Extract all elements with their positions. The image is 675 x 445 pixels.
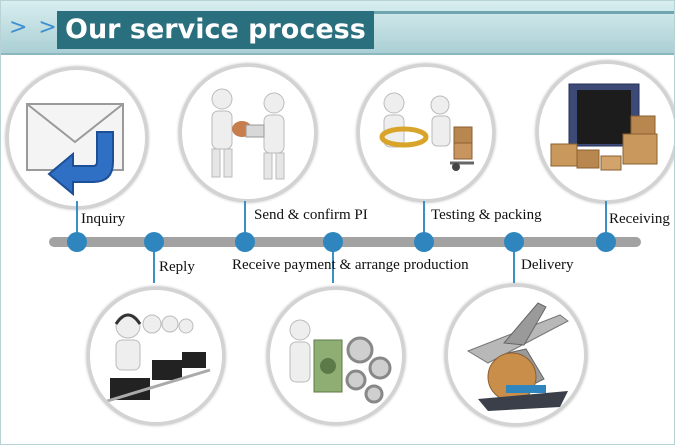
header-stripe xyxy=(356,11,674,14)
step-label-receiving: Receiving xyxy=(609,211,670,227)
delivery-stem xyxy=(513,247,515,283)
airplane-ship-globe-icon xyxy=(445,284,587,426)
inquiry-stem xyxy=(76,201,78,237)
step-label-reply: Reply xyxy=(159,259,195,275)
money-gears-icon xyxy=(267,287,405,425)
step-label-payment: Receive payment & arrange production xyxy=(232,257,469,273)
step-label-send: Send & confirm PI xyxy=(254,207,368,223)
step-label-inquiry: Inquiry xyxy=(81,211,126,227)
envelope-icon xyxy=(6,67,148,209)
call-center-icon xyxy=(87,287,225,425)
timeline-bar xyxy=(49,237,641,247)
step-label-delivery: Delivery xyxy=(521,257,574,273)
payment-stem xyxy=(332,247,334,283)
step-dot-testing xyxy=(414,232,434,252)
step-dot-receiving xyxy=(596,232,616,252)
receiving-stem xyxy=(605,201,607,237)
reply-stem xyxy=(153,247,155,283)
testing-stem xyxy=(423,201,425,237)
header-banner: > > Our service process xyxy=(1,1,674,55)
container-boxes-icon xyxy=(536,61,674,203)
step-dot-reply xyxy=(144,232,164,252)
step-dot-payment xyxy=(323,232,343,252)
handshake-figures-icon xyxy=(179,64,317,202)
page-title: Our service process xyxy=(57,11,374,49)
chevron-right-icon: > > xyxy=(9,15,59,40)
step-dot-delivery xyxy=(504,232,524,252)
step-dot-inquiry xyxy=(67,232,87,252)
step-dot-send xyxy=(235,232,255,252)
send-stem xyxy=(244,201,246,237)
ring-and-boxes-icon xyxy=(357,64,495,202)
step-label-testing: Testing & packing xyxy=(431,207,542,223)
